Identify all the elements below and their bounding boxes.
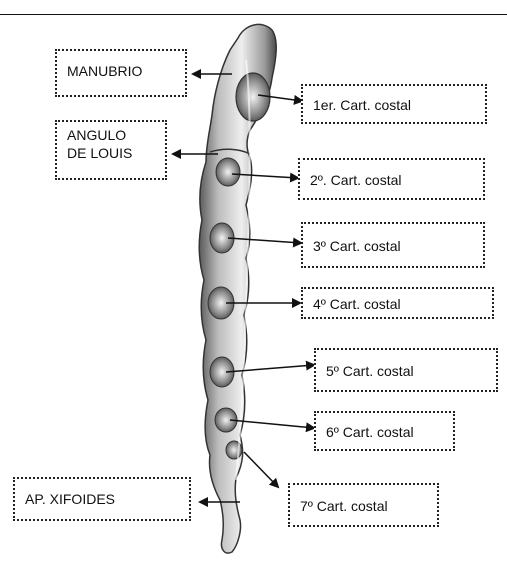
label-cart-7-text: 7º Cart. costal [300,498,388,514]
label-cart-4-text: 4º Cart. costal [313,296,401,312]
label-angulo-de-louis: ANGULO DE LOUIS [55,120,167,180]
label-cart-1-text: 1er. Cart. costal [313,97,411,113]
arrow-cart-7 [244,452,278,487]
label-manubrio: MANUBRIO [55,49,187,97]
manubrium-facet [236,73,270,121]
label-cart-1: 1er. Cart. costal [301,84,487,124]
label-cart-6: 6º Cart. costal [314,411,455,451]
costal-notch-2 [216,158,240,186]
label-cart-2-text: 2º. Cart. costal [310,172,401,188]
label-cart-3: 3º Cart. costal [301,222,485,268]
label-cart-2: 2º. Cart. costal [298,158,485,200]
label-cart-7: 7º Cart. costal [288,483,439,527]
label-angulo-line2: DE LOUIS [67,144,155,162]
label-ap-xifoides: AP. XIFOIDES [13,477,191,521]
label-ap-xifoides-text: AP. XIFOIDES [25,491,115,507]
label-cart-5-text: 5º Cart. costal [326,363,414,379]
label-manubrio-text: MANUBRIO [67,63,142,79]
label-cart-6-text: 6º Cart. costal [326,424,414,440]
label-angulo-line1: ANGULO [67,126,155,144]
label-cart-3-text: 3º Cart. costal [313,238,401,254]
label-cart-5: 5º Cart. costal [314,348,498,392]
label-cart-4: 4º Cart. costal [301,287,494,319]
